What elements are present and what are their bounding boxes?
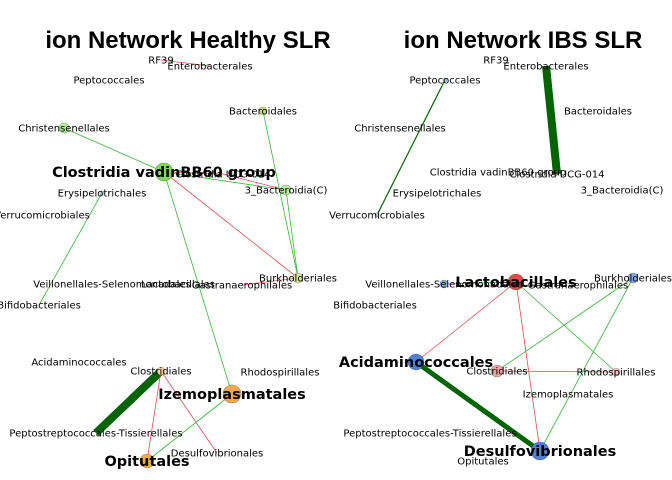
healthy-label-lactobacillales: Lactobacillales: [141, 280, 215, 291]
healthy-edge-clostridia-vadinbb60-group-clostridia-ucg-014: [163, 171, 224, 175]
healthy-label-desulfovibrionales: Desulfovibrionales: [171, 449, 263, 460]
ibs-label-rf39: RF39: [483, 56, 508, 67]
healthy-label-acidaminococcales: Acidaminococcales: [31, 358, 126, 369]
healthy-label-enterobacterales: Enterobacterales: [167, 62, 252, 73]
ibs-edge-clostridiales-rhodospirillales: [496, 370, 617, 373]
ibs-node-verrucomicrobiales: [374, 212, 380, 218]
healthy-node-erysipelotrichales: [99, 190, 105, 196]
ibs-label-acidaminococcales: Acidaminococcales: [339, 355, 493, 371]
ibs-edge-enterobacterales-clostridia-ucg-014: [542, 65, 561, 175]
healthy-label-bifidobacteriales: Bifidobacteriales: [0, 301, 81, 312]
ibs-label-gastranaerophilales: Gastranaerophilales: [528, 281, 628, 292]
ibs-edge-acidaminococcales-desulfovibrionales: [414, 359, 542, 454]
ibs-node-veillonellales-selenomonadales: [439, 279, 449, 289]
healthy-edge-clostridia-vadinbb60-group-christensenellales: [63, 127, 165, 173]
ibs-label-clostridia-ucg-014: Clostridia UCG-014: [509, 170, 604, 181]
ibs-label-burkholderiales: Burkholderiales: [594, 274, 672, 285]
ibs-edge-burkholderiales-clostridiales: [496, 277, 634, 372]
ibs-edge-lactobacillales-desulfovibrionales: [515, 281, 541, 452]
healthy-label-rf39: RF39: [148, 56, 173, 67]
healthy-edge-izemoplasmatales-opitutales: [146, 393, 233, 462]
ibs-label-desulfovibrionales: Desulfovibrionales: [464, 444, 617, 460]
healthy-label-burkholderiales: Burkholderiales: [259, 274, 337, 285]
healthy-label-clostridia-vadinbb60-group: Clostridia vadinBB60 group: [52, 165, 276, 181]
ibs-label-veillonellales-selenomonadales: Veillonellales-Selenomonadales: [365, 280, 522, 291]
healthy-node-opitutales: [139, 453, 155, 469]
healthy-label-rhodospirillales: Rhodospirillales: [241, 368, 320, 379]
ibs-edge-peptococcales-verrucomicrobiales: [376, 79, 446, 216]
ibs-node-rhodospirillales: [611, 367, 621, 377]
ibs-label-clostridiales: Clostridiales: [466, 367, 527, 378]
healthy-node-bacteroidales: [258, 106, 268, 116]
healthy-node-clostridia-vadinbb60-group: [154, 162, 174, 182]
healthy-edge-clostridia-vadinbb60-group-burkholderiales: [163, 171, 299, 279]
ibs-label-peptococcales: Peptococcales: [409, 76, 480, 87]
ibs-label-bifidobacteriales: Bifidobacteriales: [333, 301, 417, 312]
healthy-label-3-bacteroidia-c: 3_Bacteroidia(C): [245, 186, 328, 197]
panel-title-ibs: ion Network IBS SLR: [404, 27, 643, 54]
healthy-label-gastranaerophilales: Gastranaerophilales: [192, 281, 292, 292]
healthy-node-burkholderiales: [292, 272, 304, 284]
healthy-edge-clostridia-vadinbb60-group-izemoplasmatales: [163, 171, 233, 395]
healthy-node-clostridiales: [156, 366, 166, 376]
ibs-node-peptococcales: [442, 77, 448, 83]
ibs-label-bacteroidales: Bacteroidales: [564, 107, 632, 118]
ibs-label-izemoplasmatales: Izemoplasmatales: [523, 390, 614, 401]
healthy-node-christensenellales: [58, 122, 70, 134]
healthy-label-opitutales: Opitutales: [104, 454, 189, 470]
network-panel-healthy: RF39EnterobacteralesPeptococcalesBactero…: [0, 56, 337, 471]
healthy-label-verrucomicrobiales: Verrucomicrobiales: [0, 211, 90, 222]
ibs-node-clostridiales: [490, 364, 504, 378]
ibs-label-christensenellales: Christensenellales: [354, 124, 446, 135]
healthy-edge-burkholderiales-gastranaerophilales: [241, 277, 299, 286]
ibs-node-burkholderiales: [627, 272, 639, 284]
ibs-label-rhodospirillales: Rhodospirillales: [577, 368, 656, 379]
ibs-label-opitutales: Opitutales: [457, 457, 508, 468]
ibs-node-lactobacillales: [507, 273, 525, 291]
network-panel-ibs: RF39EnterobacteralesPeptococcalesBactero…: [329, 56, 672, 468]
healthy-node-izemoplasmatales: [222, 384, 242, 404]
ibs-label-3-bacteroidia-c: 3_Bacteroidia(C): [581, 186, 664, 197]
healthy-label-veillonellales-selenomonadales: Veillonellales-Selenomonadales: [33, 280, 190, 291]
ibs-label-clostridia-vadinbb60-group: Clostridia vadinBB60 group: [430, 168, 567, 179]
ibs-edge-lactobacillales-veillonellales-selenomonadales: [443, 281, 517, 285]
healthy-edge-rf39-enterobacterales: [160, 59, 211, 67]
ibs-edge-burkholderiales-desulfovibrionales: [539, 277, 634, 452]
ibs-edge-lactobacillales-acidaminococcales: [415, 281, 517, 363]
ibs-node-desulfovibrionales: [530, 441, 550, 461]
healthy-edge-3-bacteroidia-c-clostridia-ucg-014: [222, 173, 287, 191]
healthy-label-peptostreptococcales-tissierellales: Peptostreptococcales-Tissierellales: [9, 429, 182, 440]
ibs-label-peptostreptococcales-tissierellales: Peptostreptococcales-Tissierellales: [343, 429, 516, 440]
healthy-edge-3-bacteroidia-c-burkholderiales: [285, 189, 299, 279]
healthy-edge-clostridiales-peptostreptococcales-tissierellales: [93, 368, 164, 436]
ibs-node-acidaminococcales: [407, 353, 425, 371]
ibs-label-erysipelotrichales: Erysipelotrichales: [393, 189, 482, 200]
healthy-edge-clostridiales-desulfovibrionales: [160, 370, 218, 454]
healthy-label-izemoplasmatales: Izemoplasmatales: [158, 387, 306, 403]
healthy-label-clostridia-ucg-014: Clostridia UCG-014: [175, 170, 270, 181]
ibs-label-verrucomicrobiales: Verrucomicrobiales: [329, 211, 425, 222]
healthy-label-peptococcales: Peptococcales: [73, 76, 144, 87]
ibs-label-lactobacillales: Lactobacillales: [455, 275, 576, 291]
healthy-node-3-bacteroidia-c: [280, 184, 292, 196]
healthy-label-erysipelotrichales: Erysipelotrichales: [58, 189, 147, 200]
healthy-edge-bacteroidales-burkholderiales: [262, 110, 299, 279]
healthy-label-clostridiales: Clostridiales: [130, 367, 191, 378]
healthy-label-christensenellales: Christensenellales: [18, 124, 110, 135]
healthy-edge-clostridia-vadinbb60-group-3-bacteroidia-c: [163, 171, 287, 191]
healthy-edge-erysipelotrichales-bifidobacteriales: [38, 192, 103, 306]
ibs-edge-lactobacillales-rhodospirillales: [515, 281, 617, 373]
ibs-label-enterobacterales: Enterobacterales: [503, 62, 588, 73]
healthy-label-bacteroidales: Bacteroidales: [229, 107, 297, 118]
healthy-edge-clostridiales-opitutales: [146, 370, 162, 462]
panel-title-healthy: ion Network Healthy SLR: [45, 27, 330, 54]
